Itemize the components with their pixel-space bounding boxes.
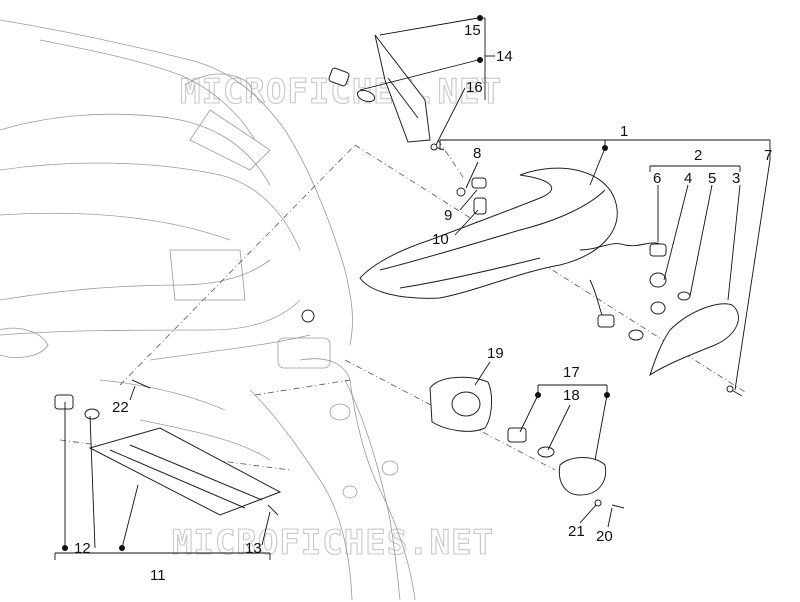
callout-9: 9 bbox=[444, 207, 452, 224]
spacer-10[interactable] bbox=[473, 197, 487, 215]
callout-16: 16 bbox=[466, 79, 483, 96]
lens-3[interactable] bbox=[649, 303, 739, 377]
callout-19: 19 bbox=[487, 345, 504, 362]
callout-12: 12 bbox=[74, 540, 91, 557]
screw-16[interactable] bbox=[430, 143, 445, 151]
callout-18: 18 bbox=[563, 387, 580, 404]
callout-4: 4 bbox=[684, 170, 692, 187]
callout-5: 5 bbox=[708, 170, 716, 187]
license-lamp-housing[interactable] bbox=[429, 376, 493, 432]
watermark-bottom: MICROFICHES.NET bbox=[172, 523, 494, 563]
callout-20: 20 bbox=[596, 528, 613, 545]
reflector-upper[interactable] bbox=[374, 34, 431, 143]
callout-11: 11 bbox=[150, 567, 166, 584]
leader-lines bbox=[54, 17, 771, 560]
callout-8: 8 bbox=[473, 145, 481, 162]
tail-light-housing[interactable] bbox=[359, 167, 618, 299]
callout-10: 10 bbox=[432, 231, 449, 248]
scooter-body-outline bbox=[0, 19, 416, 601]
callout-14: 14 bbox=[496, 48, 513, 65]
callout-21: 21 bbox=[568, 523, 585, 540]
callout-6: 6 bbox=[653, 170, 661, 187]
screw-8[interactable] bbox=[456, 177, 487, 197]
leader-dots bbox=[62, 15, 610, 551]
bulb-socket-15[interactable] bbox=[328, 67, 376, 103]
callout-labels: 1 2 3 4 5 6 7 8 9 10 11 12 13 14 15 16 1… bbox=[74, 22, 772, 584]
callout-15: 15 bbox=[464, 22, 481, 39]
callout-22: 22 bbox=[112, 399, 129, 416]
screw-7[interactable] bbox=[726, 385, 743, 397]
assembly-lines bbox=[59, 139, 746, 471]
side-lamp-17[interactable] bbox=[507, 427, 625, 509]
wiring-harness[interactable] bbox=[579, 242, 691, 341]
callout-17: 17 bbox=[563, 364, 580, 381]
bottom-cover[interactable] bbox=[54, 379, 282, 516]
callout-13: 13 bbox=[245, 540, 262, 557]
callout-7: 7 bbox=[764, 147, 772, 164]
callout-1: 1 bbox=[620, 123, 628, 140]
callout-2: 2 bbox=[694, 147, 702, 164]
callout-3: 3 bbox=[732, 170, 740, 187]
